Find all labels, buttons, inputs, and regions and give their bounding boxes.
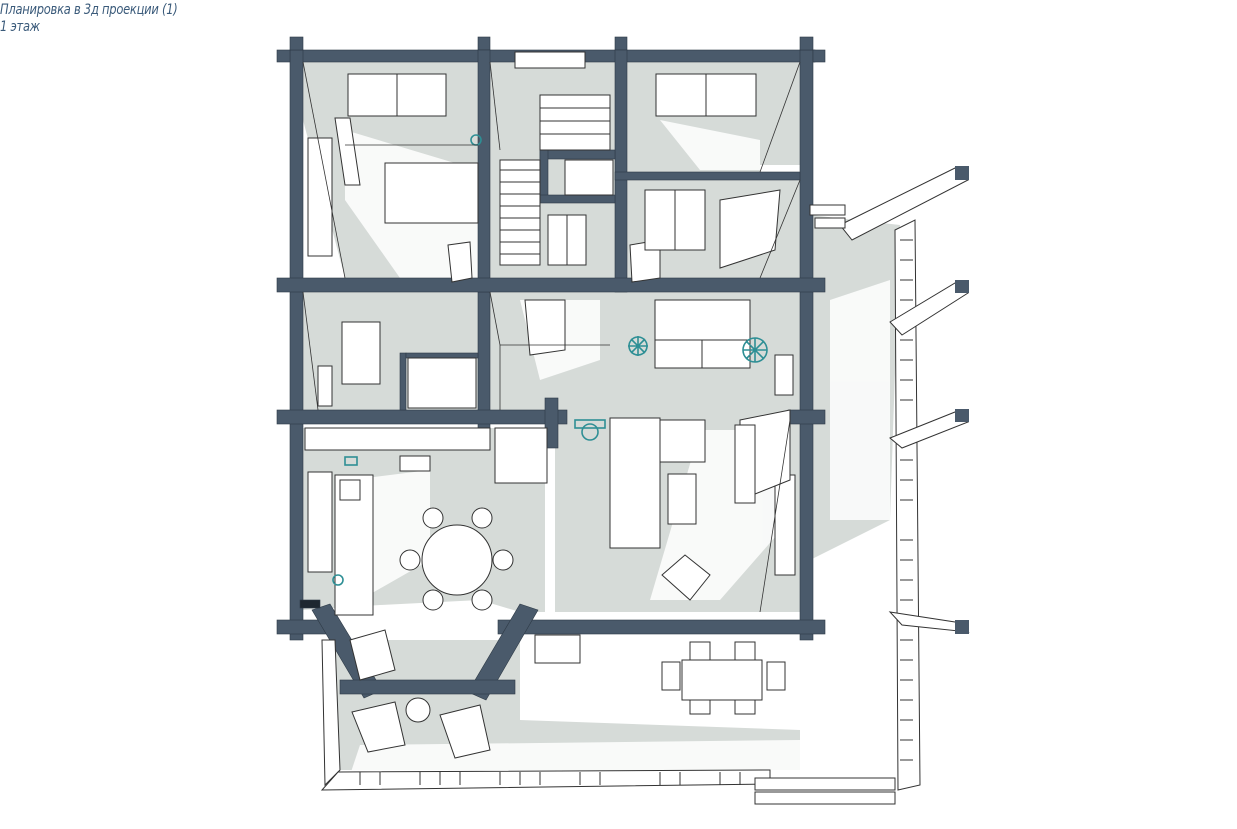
staircase (499, 94, 611, 266)
furniture (304, 117, 786, 759)
walls (276, 36, 826, 701)
plan-title: Планировка в 3д проекции (1) (0, 2, 178, 18)
terrace-railing-right (894, 219, 921, 791)
terrace-railing-bottom (320, 204, 896, 805)
floor-label: 1 этаж (0, 19, 40, 35)
windows (307, 51, 796, 576)
plan-caption: Планировка в 3д проекции (1) 1 этаж (0, 2, 178, 36)
plants-and-accents (332, 134, 768, 586)
room-edges (302, 61, 801, 613)
beam-caps (955, 166, 969, 634)
doors (447, 189, 791, 501)
